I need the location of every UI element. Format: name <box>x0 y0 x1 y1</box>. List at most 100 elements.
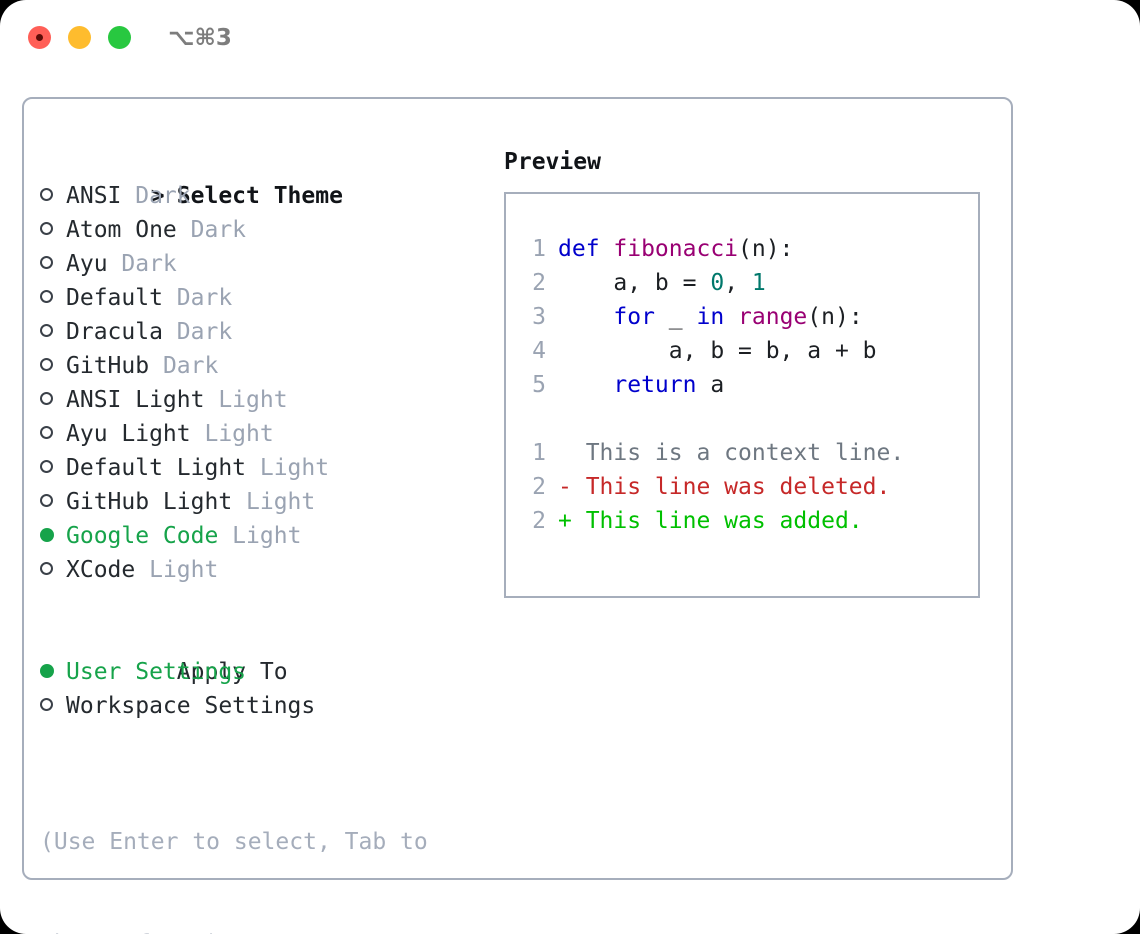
diff-line-text: + This line was added. <box>558 508 863 534</box>
radio-unselected-icon[interactable] <box>40 426 53 439</box>
close-window-button[interactable] <box>28 26 51 49</box>
code-token: , <box>724 270 752 296</box>
radio-unselected-icon[interactable] <box>40 698 53 711</box>
code-token: a, b = <box>558 270 711 296</box>
theme-option-row[interactable]: ANSI Light Light <box>40 383 480 417</box>
diff-line-number: 2 <box>532 508 546 534</box>
theme-option-tag: Dark <box>149 353 219 379</box>
radio-unselected-icon[interactable] <box>40 222 53 235</box>
keyboard-shortcut-label: ⌥⌘3 <box>168 25 232 51</box>
radio-selected-icon[interactable] <box>40 527 54 542</box>
theme-option-tag: Light <box>190 421 274 447</box>
traffic-lights <box>28 26 131 49</box>
theme-option-radio[interactable] <box>40 247 66 281</box>
code-token <box>558 372 613 398</box>
keyboard-hint-line-2: change focus) <box>40 927 450 934</box>
code-line-number: 1 <box>532 236 546 262</box>
radio-unselected-icon[interactable] <box>40 460 53 473</box>
theme-option-radio[interactable] <box>40 349 66 383</box>
code-token: return <box>613 372 697 398</box>
apply-to-option-name: Workspace Settings <box>66 693 316 719</box>
code-line: 4 a, b = b, a + b <box>522 334 877 368</box>
theme-option-row[interactable]: Google Code Light <box>40 519 480 553</box>
theme-option-radio[interactable] <box>40 383 66 417</box>
radio-unselected-icon[interactable] <box>40 290 53 303</box>
code-token <box>558 304 613 330</box>
theme-option-name: Google Code <box>66 523 219 549</box>
preview-title: Preview <box>504 149 601 175</box>
apply-to-option-radio[interactable] <box>40 655 66 689</box>
code-line: 1 def fibonacci(n): <box>522 232 877 266</box>
radio-unselected-icon[interactable] <box>40 324 53 337</box>
diff-line-number: 1 <box>532 440 546 466</box>
code-token: a, b = b, a + b <box>558 338 877 364</box>
theme-option-radio[interactable] <box>40 179 66 213</box>
code-line-number: 2 <box>532 270 546 296</box>
code-token: def <box>558 236 614 262</box>
code-token: range <box>738 304 808 330</box>
radio-unselected-icon[interactable] <box>40 494 53 507</box>
theme-option-name: Atom One <box>66 217 177 243</box>
code-token: a <box>696 372 725 398</box>
code-token: (n): <box>738 236 794 262</box>
theme-option-row[interactable]: XCode Light <box>40 553 480 587</box>
theme-option-row[interactable]: ANSI Dark <box>40 179 480 213</box>
theme-option-row[interactable]: Ayu Light Light <box>40 417 480 451</box>
theme-option-name: Dracula <box>66 319 163 345</box>
theme-option-name: Ayu Light <box>66 421 191 447</box>
theme-option-row[interactable]: Dracula Dark <box>40 315 480 349</box>
select-theme-heading-label: Select Theme <box>176 183 343 209</box>
theme-option-radio[interactable] <box>40 485 66 519</box>
theme-option-radio[interactable] <box>40 315 66 349</box>
code-token: in <box>696 304 725 330</box>
theme-option-name: ANSI <box>66 183 122 209</box>
theme-option-name: Default <box>66 285 163 311</box>
theme-option-tag: Light <box>204 387 288 413</box>
theme-option-radio[interactable] <box>40 519 66 553</box>
theme-option-row[interactable]: Default Light Light <box>40 451 480 485</box>
apply-to-option-row[interactable]: Workspace Settings <box>40 689 480 723</box>
code-token: for <box>613 304 655 330</box>
theme-option-row[interactable]: GitHub Light Light <box>40 485 480 519</box>
theme-option-radio[interactable] <box>40 451 66 485</box>
radio-unselected-icon[interactable] <box>40 392 53 405</box>
apply-to-heading-label: Apply To <box>176 659 288 685</box>
title-bar: ⌥⌘3 <box>0 0 1140 78</box>
theme-option-row[interactable]: Atom One Dark <box>40 213 480 247</box>
apply-to-option-radio[interactable] <box>40 689 66 723</box>
code-line-number: 4 <box>532 338 546 364</box>
theme-option-row[interactable]: Ayu Dark <box>40 247 480 281</box>
select-theme-heading: > Select Theme <box>40 145 480 209</box>
minimize-window-button[interactable] <box>68 26 91 49</box>
theme-option-radio[interactable] <box>40 417 66 451</box>
theme-option-radio[interactable] <box>40 213 66 247</box>
radio-unselected-icon[interactable] <box>40 256 53 269</box>
list-spacer <box>40 587 480 621</box>
code-token: fibonacci <box>613 236 739 262</box>
theme-option-radio[interactable] <box>40 281 66 315</box>
theme-option-name: GitHub Light <box>66 489 233 515</box>
theme-option-name: Default Light <box>66 455 247 481</box>
radio-unselected-icon[interactable] <box>40 188 53 201</box>
theme-option-tag: Dark <box>162 319 233 345</box>
apply-to-option-row[interactable]: User Settings <box>40 655 480 689</box>
radio-unselected-icon[interactable] <box>40 358 53 371</box>
code-token: (n): <box>807 304 863 330</box>
theme-option-tag: Dark <box>121 183 191 209</box>
theme-option-radio[interactable] <box>40 553 66 587</box>
code-token: 1 <box>751 270 766 296</box>
prompt-caret-icon: > <box>150 183 179 209</box>
code-line: 2 a, b = 0, 1 <box>522 266 877 300</box>
theme-option-row[interactable]: GitHub Dark <box>40 349 480 383</box>
diff-line: 2- This line was deleted. <box>522 470 904 504</box>
theme-option-row[interactable]: Default Dark <box>40 281 480 315</box>
radio-unselected-icon[interactable] <box>40 562 53 575</box>
radio-selected-icon[interactable] <box>40 663 54 678</box>
maximize-window-button[interactable] <box>108 26 131 49</box>
code-token <box>724 304 738 330</box>
